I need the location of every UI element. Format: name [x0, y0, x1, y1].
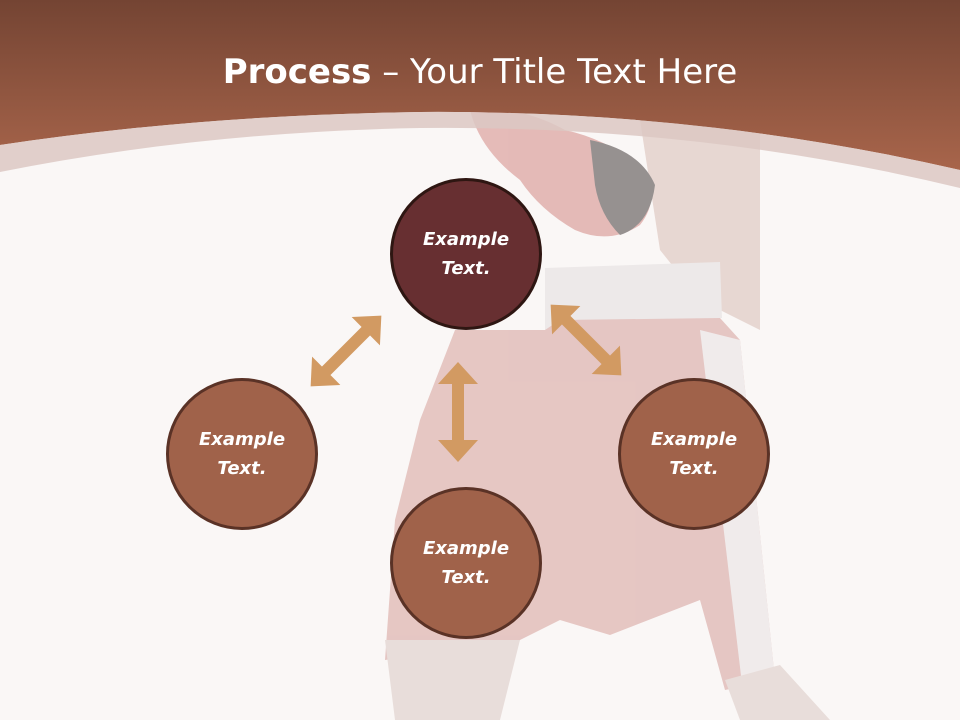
- header-swoosh: [0, 111, 960, 188]
- process-node-bottom: Example Text.: [390, 487, 542, 639]
- node-top-label: Example Text.: [422, 229, 510, 279]
- process-node-right: Example Text.: [618, 378, 770, 530]
- header-band: [0, 0, 960, 170]
- node-right-label: Example Text.: [650, 429, 738, 479]
- title-bold: Process: [222, 52, 372, 92]
- slide-title: Process – Your Title Text Here: [0, 52, 960, 92]
- double-arrow-top-right: [550, 304, 622, 376]
- node-bottom-label: Example Text.: [422, 538, 510, 588]
- node-left-label: Example Text.: [198, 429, 286, 479]
- process-node-left: Example Text.: [166, 378, 318, 530]
- process-node-top: Example Text.: [390, 178, 542, 330]
- title-rest: – Your Title Text Here: [371, 52, 738, 92]
- double-arrow-vertical: [438, 362, 478, 462]
- double-arrow-top-left: [310, 315, 382, 387]
